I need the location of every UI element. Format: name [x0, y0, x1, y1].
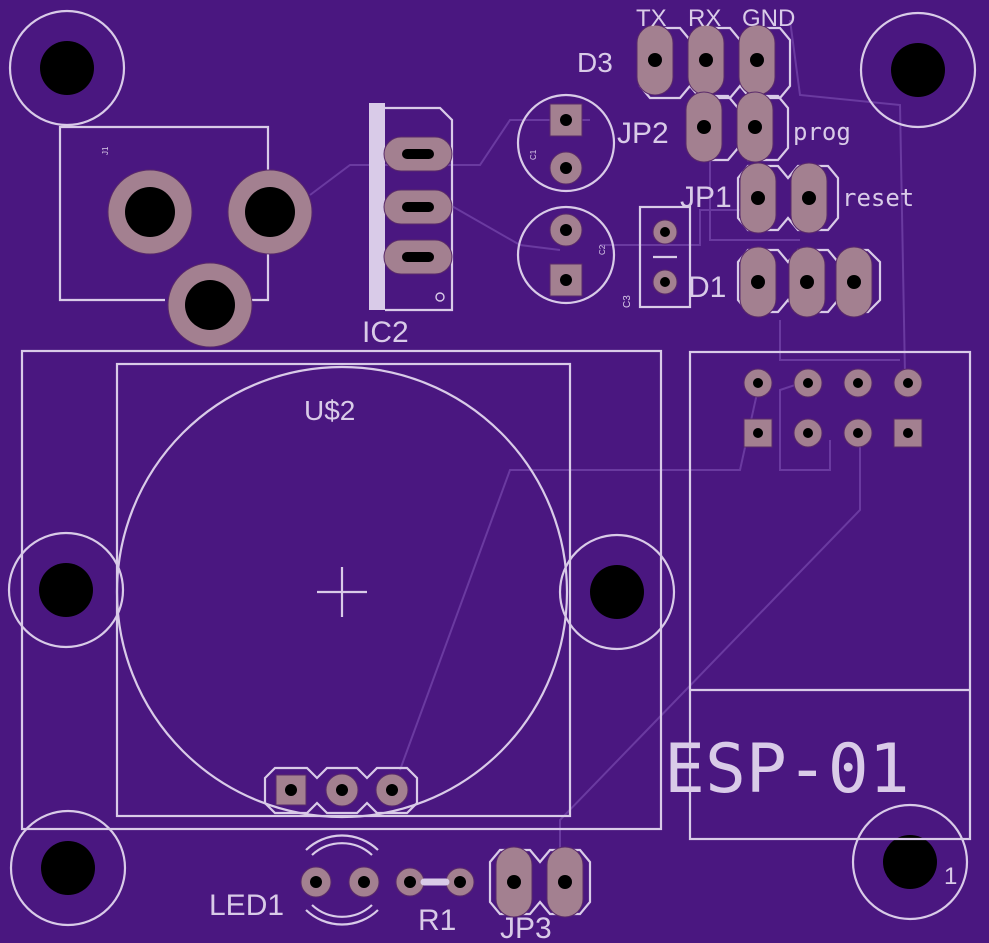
- c1-label: C1: [529, 149, 538, 160]
- c1-capacitor: C1: [516, 93, 616, 193]
- d1-label: D1: [688, 271, 726, 304]
- pin1-label: 1: [944, 863, 957, 890]
- rx-label: RX: [688, 5, 721, 32]
- jp2-label: JP2: [617, 117, 669, 150]
- reset-label: reset: [842, 184, 914, 212]
- r1-resistor: R1: [395, 867, 475, 937]
- j1-label: J1: [101, 146, 110, 155]
- d3-label: D3: [577, 47, 613, 78]
- led1: LED1: [209, 834, 380, 926]
- esp01-module: ESP-01 1: [664, 350, 972, 890]
- esp01-label: ESP-01: [664, 730, 910, 809]
- d3-header: D3 TX RX GND: [577, 5, 795, 100]
- led1-label: LED1: [209, 889, 284, 922]
- jp3-header: JP3: [488, 846, 592, 943]
- c2-capacitor: C2: [516, 205, 616, 305]
- c2-label: C2: [598, 244, 607, 255]
- jp1-header: JP1 reset: [680, 162, 914, 234]
- gnd-label: GND: [742, 5, 795, 32]
- c3-label: C3: [622, 295, 633, 308]
- u2-module: U$2: [20, 349, 663, 831]
- tx-label: TX: [636, 5, 667, 32]
- d1-header: D1: [688, 246, 882, 318]
- ic2-regulator: IC2: [362, 103, 454, 349]
- jp3-label: JP3: [500, 912, 552, 943]
- c3-capacitor: C3: [622, 205, 692, 309]
- j1-connector: J1: [58, 125, 313, 348]
- r1-label: R1: [418, 904, 456, 937]
- mounting-holes: [7, 9, 977, 927]
- u2-label: U$2: [304, 395, 355, 426]
- jp1-label: JP1: [680, 181, 732, 214]
- prog-label: prog: [793, 118, 851, 146]
- jp2-header: JP2 prog: [617, 91, 851, 163]
- ic2-label: IC2: [362, 316, 409, 349]
